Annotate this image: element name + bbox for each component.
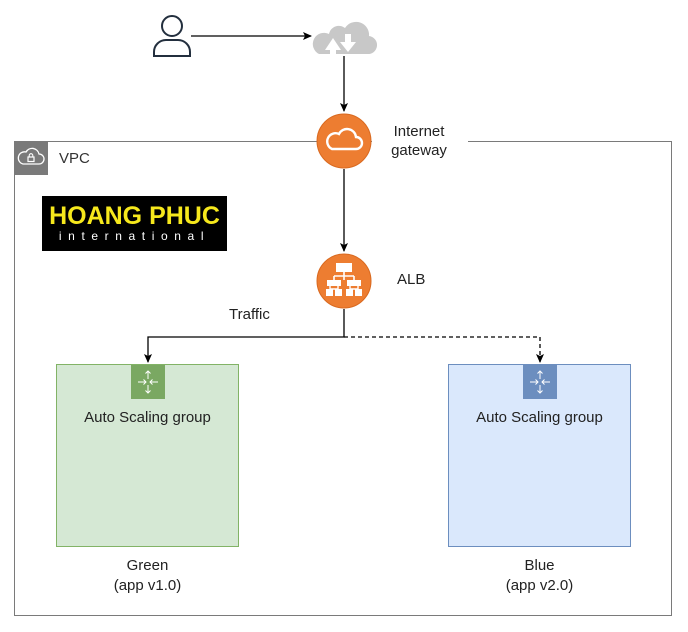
edge-alb-green: [144, 309, 345, 363]
auto-scaling-icon: [131, 365, 165, 399]
blue-caption-line1: Blue: [524, 557, 555, 574]
vpc-label: VPC: [59, 150, 90, 167]
blue-caption-line2: (app v2.0): [505, 577, 574, 594]
internet-gateway-label: Internet gateway: [378, 122, 460, 160]
alb-label: ALB: [397, 271, 426, 288]
vpc-border-gap: [372, 138, 468, 144]
green-group-caption: Green (app v1.0): [56, 556, 239, 596]
vpc-cloud-lock-icon: [14, 141, 48, 175]
green-caption-line1: Green: [126, 557, 169, 574]
edge-alb-blue: [344, 336, 544, 363]
blue-group-title: Auto Scaling group: [476, 409, 603, 426]
internet-gateway-label-line1: Internet: [393, 123, 445, 140]
internet-gateway-label-line2: gateway: [391, 142, 447, 159]
green-caption-line2: (app v1.0): [113, 577, 182, 594]
company-logo: HOANG PHUC international: [42, 196, 227, 251]
auto-scaling-icon: [523, 365, 557, 399]
logo-main-text: HOANG PHUC: [49, 202, 220, 230]
blue-auto-scaling-group: Auto Scaling group: [448, 364, 631, 547]
traffic-label: Traffic: [229, 306, 270, 323]
internet-gateway-icon: [316, 113, 372, 169]
internet-cloud-icon: [311, 14, 378, 58]
green-group-title: Auto Scaling group: [84, 409, 211, 426]
load-balancer-icon: [316, 253, 372, 309]
logo-sub-text: international: [58, 229, 211, 243]
green-auto-scaling-group: Auto Scaling group: [56, 364, 239, 547]
user-icon: [152, 14, 192, 58]
blue-group-caption: Blue (app v2.0): [448, 556, 631, 596]
